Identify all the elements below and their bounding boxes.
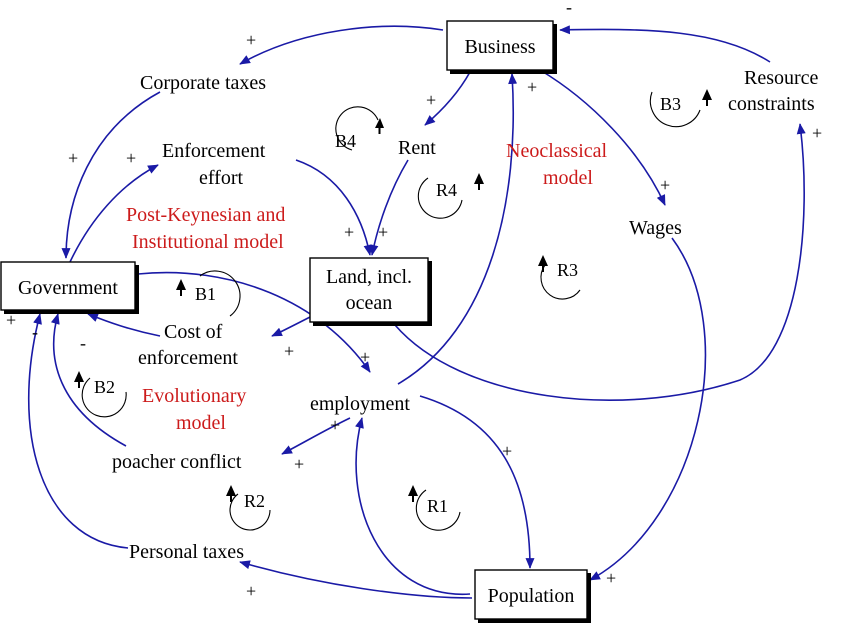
loop-b2: B2 [74, 371, 127, 418]
link-cost-of-enforcement-government [87, 313, 161, 337]
polarity-signs: + - + + + + + + + + + - - + + + + + + + [6, 0, 822, 601]
node-business: Business [446, 20, 557, 74]
node-land: Land, incl. ocean [309, 257, 432, 326]
sign-poacher-government: - [32, 322, 38, 342]
sign-employment-population: + [502, 441, 512, 461]
sign-personal-government: + [6, 310, 16, 330]
sign-business-wages: + [660, 175, 670, 195]
sign-business-rent: + [426, 90, 436, 110]
node-land-line1: Land, incl. [326, 266, 412, 288]
link-corporate-taxes-government [61, 91, 161, 259]
loop-r2: R2 [226, 485, 271, 531]
model-labels: Post-Keynesian and Institutional model N… [126, 140, 608, 434]
causal-links [28, 25, 806, 599]
sign-employment-business: + [527, 77, 537, 97]
var-corporate-taxes: Corporate taxes [140, 72, 266, 94]
loop-r1: R1 [408, 485, 461, 531]
link-land-resource-constraints [394, 123, 806, 401]
loop-b3: B3 [649, 89, 712, 128]
link-population-employment [355, 417, 471, 595]
link-poacher-conflict-government [50, 313, 127, 447]
sign-land-cost: + [284, 341, 294, 361]
node-business-label: Business [464, 36, 535, 58]
var-cost-line1: Cost of [164, 321, 223, 343]
link-employment-business [397, 73, 518, 385]
loop-r3-label: R3 [557, 260, 578, 280]
var-resource-line2: constraints [728, 93, 815, 115]
loop-r4-label: R4 [436, 180, 457, 200]
var-cost-line2: enforcement [138, 347, 238, 369]
model-neo-line2: model [543, 167, 593, 189]
loop-b1-label: B1 [195, 284, 216, 304]
sign-population-personal: + [246, 581, 256, 601]
link-population-personal-taxes [239, 560, 473, 599]
link-government-enforcement-effort [69, 164, 159, 263]
sign-resource-business: - [566, 0, 572, 17]
link-employment-poacher-conflict [281, 417, 351, 455]
node-population: Population [474, 569, 591, 623]
model-evo-line2: model [176, 412, 226, 434]
sign-government-enforcement: + [126, 148, 136, 168]
sign-government-employment: + [360, 347, 370, 367]
model-evo-line1: Evolutionary [142, 385, 246, 407]
sign-enforcement-land: + [344, 222, 354, 242]
node-government-label: Government [18, 277, 118, 299]
sign-poacher-employment: + [294, 454, 304, 474]
sign-wages-population: + [606, 568, 616, 588]
var-resource-line1: Resource [744, 67, 819, 89]
link-employment-population [419, 395, 535, 569]
var-poacher-conflict: poacher conflict [112, 451, 242, 473]
loop-b4: B4 [335, 106, 384, 151]
loop-b4-label: B4 [335, 131, 356, 151]
sign-business-corporate: + [246, 30, 256, 50]
link-wages-population [589, 237, 707, 581]
node-government: Government [0, 261, 139, 314]
sign-corporate-government: + [68, 148, 78, 168]
loop-r4: R4 [417, 173, 484, 219]
loop-b2-label: B2 [94, 377, 115, 397]
var-wages: Wages [629, 217, 682, 239]
var-enforcement-line1: Enforcement [162, 140, 266, 162]
model-neo-line1: Neoclassical [506, 140, 608, 162]
node-population-label: Population [488, 585, 575, 607]
var-enforcement-line2: effort [199, 167, 243, 189]
sign-land-resource: + [812, 123, 822, 143]
link-business-corporate-taxes [239, 25, 444, 65]
link-personal-taxes-government [28, 313, 129, 549]
sign-rent-land: + [378, 222, 388, 242]
sign-employment-poacher: + [330, 415, 340, 435]
model-pk-line1: Post-Keynesian and [126, 204, 285, 226]
link-rent-land [369, 159, 409, 256]
link-enforcement-effort-land [295, 159, 373, 256]
link-business-wages [539, 69, 666, 206]
loop-r3: R3 [538, 255, 581, 300]
var-personal-taxes: Personal taxes [129, 541, 244, 563]
loop-b3-label: B3 [660, 94, 681, 114]
link-government-employment [137, 271, 371, 373]
variables: Corporate taxes Enforcement effort Rent … [112, 67, 819, 563]
var-employment: employment [310, 393, 410, 415]
model-pk-line2: Institutional model [132, 231, 284, 253]
sign-cost-government: - [80, 333, 86, 353]
link-resource-constraints-business [559, 25, 771, 63]
loop-r2-label: R2 [244, 491, 265, 511]
node-land-line2: ocean [346, 292, 393, 314]
loop-indicators: B4 R4 B3 R3 B1 [74, 89, 712, 531]
loop-b1: B1 [176, 270, 241, 317]
var-rent: Rent [398, 137, 436, 159]
loop-r1-label: R1 [427, 496, 448, 516]
link-business-rent [424, 71, 471, 126]
